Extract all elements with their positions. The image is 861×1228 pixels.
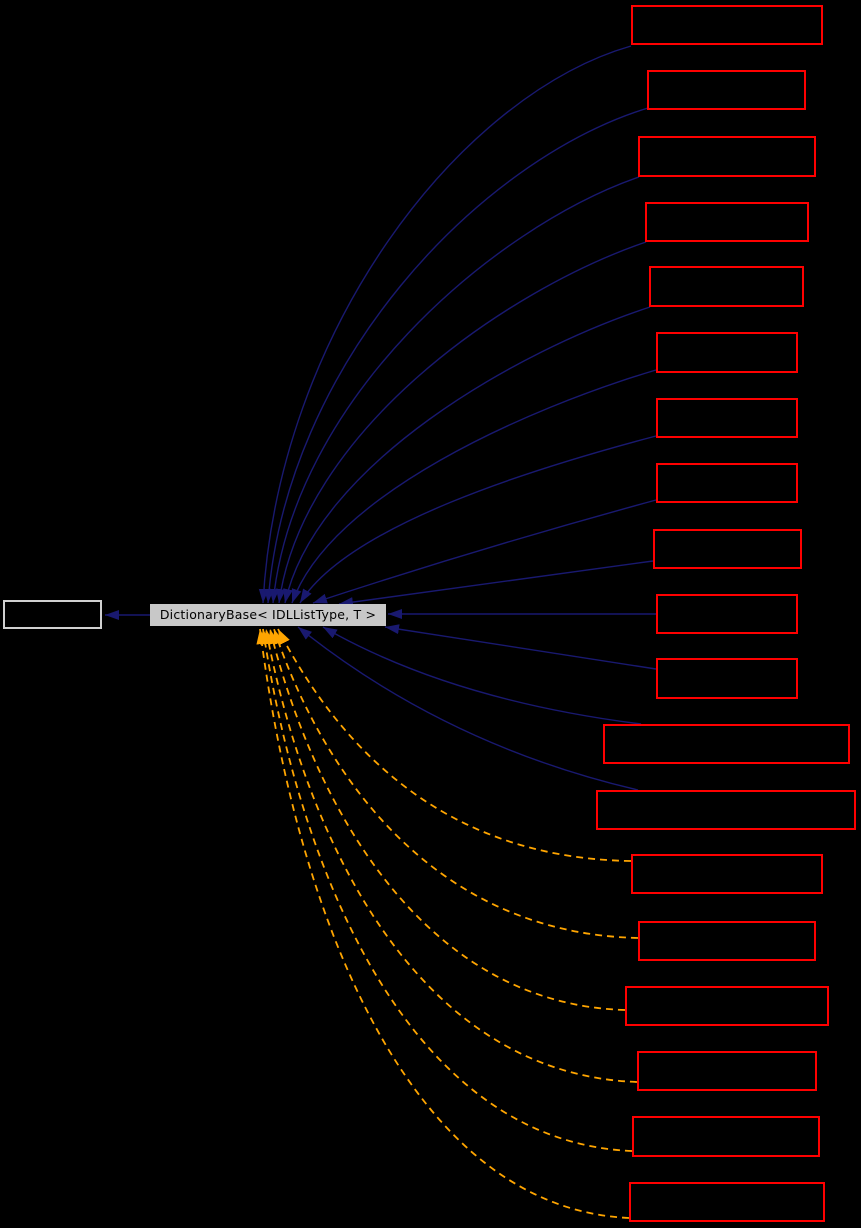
template-instance-node-2[interactable] xyxy=(638,921,816,961)
edge-template-2-to-dictionary-base xyxy=(273,628,639,939)
edge-template-5-to-dictionary-base xyxy=(259,628,633,1152)
edge-template-6-to-dictionary-base xyxy=(256,628,630,1219)
edge-derived-9-to-dictionary-base xyxy=(338,560,654,608)
derived-class-node-8[interactable] xyxy=(656,463,798,503)
derived-class-node-5[interactable] xyxy=(649,266,804,307)
edge-derived-2-to-dictionary-base xyxy=(264,107,649,604)
derived-class-node-10[interactable] xyxy=(656,594,798,634)
edge-derived-8-to-dictionary-base xyxy=(312,499,657,604)
derived-class-node-12[interactable] xyxy=(603,724,850,764)
template-instance-node-6[interactable] xyxy=(629,1182,825,1222)
edge-derived-12-to-dictionary-base xyxy=(322,626,642,725)
derived-class-node-2[interactable] xyxy=(647,70,806,110)
edge-derived-6-to-dictionary-base xyxy=(291,369,657,604)
derived-class-node-11[interactable] xyxy=(656,658,798,699)
base-class-node[interactable] xyxy=(3,600,102,629)
edge-template-1-to-dictionary-base xyxy=(277,628,632,862)
template-instance-node-1[interactable] xyxy=(631,854,823,894)
edge-derived-7-to-dictionary-base xyxy=(299,435,657,604)
derived-class-node-13[interactable] xyxy=(596,790,856,830)
edge-template-4-to-dictionary-base xyxy=(263,628,638,1083)
edge-derived-13-to-dictionary-base xyxy=(297,626,639,791)
template-instance-node-5[interactable] xyxy=(632,1116,820,1157)
template-instance-node-3[interactable] xyxy=(625,986,829,1026)
derived-class-node-3[interactable] xyxy=(638,136,816,177)
edge-derived-1-to-dictionary-base xyxy=(258,45,632,604)
edge-derived-4-to-dictionary-base xyxy=(275,241,647,604)
template-instance-node-4[interactable] xyxy=(637,1051,817,1091)
edge-derived-11-to-dictionary-base xyxy=(384,624,657,670)
derived-class-node-9[interactable] xyxy=(653,529,802,569)
main-class-node[interactable]: DictionaryBase< IDLListType, T > xyxy=(150,604,386,626)
edge-template-3-to-dictionary-base xyxy=(268,628,626,1011)
edge-derived-5-to-dictionary-base xyxy=(283,306,651,604)
derived-class-node-6[interactable] xyxy=(656,332,798,373)
edge-derived-3-to-dictionary-base xyxy=(269,176,640,604)
derived-class-node-4[interactable] xyxy=(645,202,809,242)
derived-class-node-1[interactable] xyxy=(631,5,823,45)
derived-class-node-7[interactable] xyxy=(656,398,798,438)
